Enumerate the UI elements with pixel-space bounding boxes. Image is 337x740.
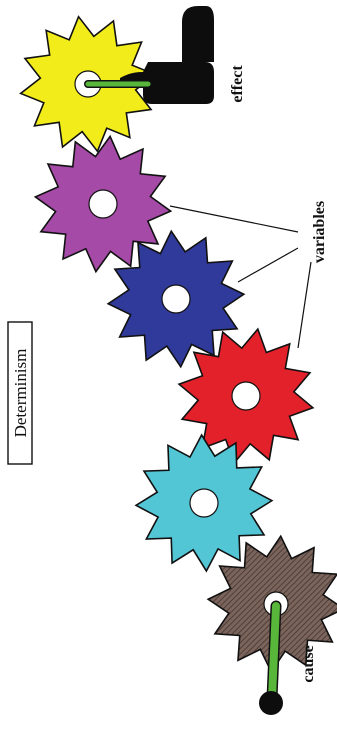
ball-lever-icon bbox=[259, 691, 283, 715]
cyan-gear-axle-hole bbox=[190, 489, 218, 517]
purple-gear-axle-hole bbox=[89, 190, 117, 218]
title-box: Determinism bbox=[8, 322, 32, 464]
cause-label: cause bbox=[300, 645, 317, 682]
effect-label: effect bbox=[229, 65, 246, 103]
red-gear-axle-hole bbox=[232, 382, 260, 410]
cause-lever bbox=[272, 606, 276, 698]
variables-label: variables bbox=[311, 201, 328, 263]
page-title: Determinism bbox=[11, 349, 30, 438]
blue-gear-axle-hole bbox=[162, 285, 190, 313]
